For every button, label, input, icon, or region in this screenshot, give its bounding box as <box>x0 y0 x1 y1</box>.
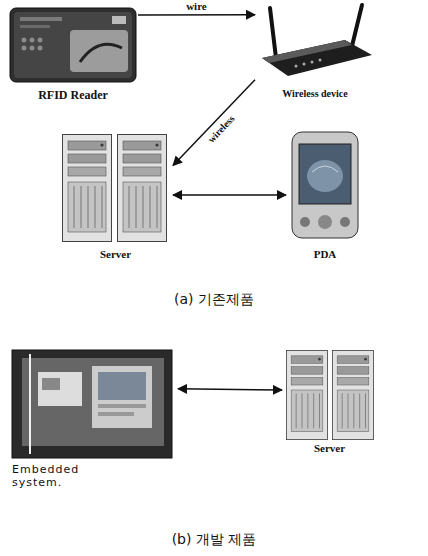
pda-picture-part <box>312 166 338 172</box>
picture-node: Wireless device <box>255 4 375 101</box>
server-picture <box>63 135 167 242</box>
connector-arrow <box>178 389 282 390</box>
node-label: RFID Reader <box>9 88 137 103</box>
rfid-reader-picture-part <box>22 38 27 43</box>
rfid-reader-picture-part <box>10 8 136 82</box>
rfid-reader-picture-part <box>30 38 35 43</box>
connector-label: wireless <box>204 112 238 147</box>
embedded-system-picture-part <box>98 372 146 400</box>
pda-picture-part <box>292 132 358 238</box>
server-picture <box>287 350 374 439</box>
rfid-reader-picture-part <box>80 44 122 62</box>
rfid-reader-picture-part <box>20 17 62 21</box>
pda-picture-part <box>340 217 350 227</box>
server-picture-part <box>333 350 374 439</box>
wireless-device-picture-part <box>311 61 314 64</box>
pda-picture-part <box>300 217 310 227</box>
embedded-system-picture-part <box>98 412 134 416</box>
pda-picture-part <box>318 215 332 229</box>
connector-arrow <box>173 80 255 166</box>
wireless-device-picture-part <box>262 40 352 63</box>
rfid-reader-picture-part <box>22 46 27 51</box>
embedded-system-picture-part <box>29 354 31 454</box>
rfid-reader-picture-part <box>38 38 43 43</box>
connector-arrow <box>173 194 286 196</box>
wireless-device-picture-part <box>352 5 362 46</box>
connector-arrow <box>138 14 255 16</box>
node-label: PDA <box>287 248 363 260</box>
wireless-device-picture-part <box>319 59 322 62</box>
rfid-reader-picture-part <box>14 12 132 78</box>
rfid-reader-picture <box>10 8 136 82</box>
embedded-system-picture-part <box>22 358 164 446</box>
rfid-reader-picture-part <box>70 30 128 72</box>
node-label: Embedded system. <box>12 463 92 489</box>
pda-picture-part <box>299 144 351 204</box>
embedded-system-picture-part <box>12 350 172 458</box>
embedded-system-picture-part <box>92 366 152 428</box>
picture-node: Server <box>58 128 173 262</box>
server-picture-part <box>287 350 328 439</box>
rfid-reader-picture-part <box>20 25 50 28</box>
server-picture-part <box>118 135 167 242</box>
embedded-system-picture-part <box>98 404 146 408</box>
wireless-device-picture <box>262 5 372 76</box>
node-label: Server <box>59 248 172 260</box>
picture-node: PDA <box>286 128 364 262</box>
wireless-device-picture-part <box>262 40 372 76</box>
rfid-reader-picture-part <box>30 46 35 51</box>
node-label: Wireless device <box>280 88 350 99</box>
connector-label: wire <box>184 0 209 12</box>
embedded-system-picture-part <box>42 378 60 390</box>
wireless-device-picture-part <box>295 65 298 68</box>
pda-picture <box>292 132 358 238</box>
embedded-system-picture <box>12 350 172 458</box>
embedded-system-picture-part <box>38 372 82 406</box>
picture-node: Server <box>282 346 377 456</box>
picture-node: RFID Reader <box>8 4 138 105</box>
wireless-device-picture-part <box>270 8 276 58</box>
pda-picture-part <box>307 160 343 192</box>
figure-caption: (a) 기존제품 <box>172 291 256 309</box>
wireless-device-picture-part <box>303 63 306 66</box>
figure-caption: (b) 개발 제품 <box>170 531 259 549</box>
rfid-reader-picture-part <box>38 46 43 51</box>
server-picture-part <box>63 135 112 242</box>
picture-node: Embedded system. <box>8 345 178 491</box>
rfid-reader-picture-part <box>112 16 126 24</box>
node-label: Server <box>283 442 376 454</box>
